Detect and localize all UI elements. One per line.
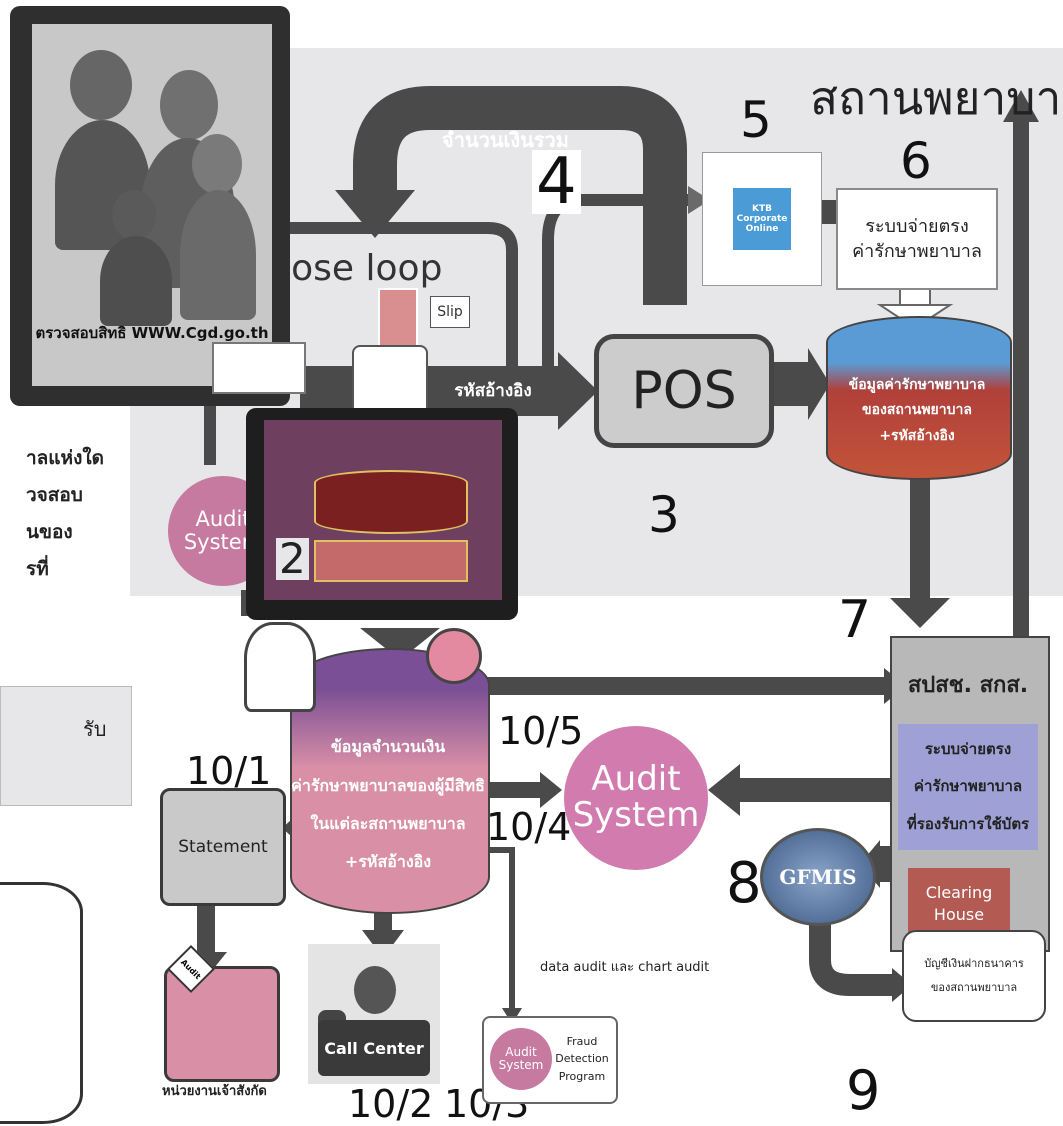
bank-line2: ของสถานพยาบาล: [930, 981, 1018, 994]
cgd-garuda-seal: [244, 622, 316, 712]
step-4: 4: [532, 150, 581, 214]
fraud-text: Fraud Detection Program: [554, 1024, 610, 1094]
slip-label: Slip: [430, 296, 470, 328]
nhso-line2: ค่ารักษาพยาบาล: [913, 777, 1023, 796]
hospital-title: สถานพยาบาล: [810, 71, 1063, 125]
call-center-label: Call Center: [318, 1020, 430, 1076]
hospital-db-line2: ของสถานพยาบาล: [862, 402, 972, 419]
nhso-title: สปสช. สกส.: [907, 672, 1029, 698]
fraud-audit-line2: System: [498, 1058, 544, 1072]
cgd-emblem-center: [352, 345, 428, 419]
agency-label: หน่วยงานเจ้าสังกัด: [162, 1084, 267, 1099]
step-2: 2: [276, 538, 309, 580]
money-db-line2: ค่ารักษาพยาบาลของผู้มีสิทธิ: [291, 775, 485, 795]
left-text-line4: รที่: [26, 558, 49, 581]
ref-code-arrow-body: [300, 366, 562, 416]
bank-account-box: บัญชีเงินฝากธนาคาร ของสถานพยาบาล: [902, 930, 1046, 1022]
left-partial-text: าลแห่งใด วจสอบ นของ รที่: [26, 440, 104, 588]
left-partial-cylinder: [0, 882, 83, 1124]
hospital-db-line3: +รหัสอ้างอิง: [879, 427, 955, 444]
step-3: 3: [648, 486, 680, 544]
pos-box: POS: [594, 334, 774, 448]
hospital-db-line1: ข้อมูลค่ารักษาพยาบาล: [848, 377, 986, 394]
left-text-line3: นของ: [26, 521, 73, 544]
money-db-line4: +รหัสอ้างอิง: [344, 852, 432, 872]
pos-label: POS: [631, 361, 737, 421]
left-box: รับ: [0, 686, 132, 806]
clearing-house-box: Clearing House: [908, 868, 1010, 940]
clearing-line2: House: [933, 905, 985, 924]
nhso-direct-pay: ระบบจ่ายตรง ค่ารักษาพยาบาล ที่รองรับการใ…: [898, 724, 1038, 850]
nhso-line1: ระบบจ่ายตรง: [924, 739, 1012, 758]
fraud-line2: Detection: [555, 1052, 609, 1066]
hospital-db-cylinder: [826, 316, 1012, 480]
center-audit-system: Audit System: [564, 726, 708, 870]
nhso-line3: ที่รองรับการใช้บัตร: [906, 814, 1030, 833]
step-8: 8: [726, 851, 762, 916]
ktb-box: KTB Corporate Online: [702, 152, 822, 286]
cgd-seal-small: [426, 628, 482, 684]
left-box-text: รับ: [83, 717, 107, 741]
money-db-line3: ในแต่ละสถานพยาบาล: [310, 814, 466, 833]
gfmis-logo: GFMIS: [760, 828, 876, 926]
loop-arrow-head: [335, 190, 415, 238]
ktb-line2: Corporate: [736, 214, 788, 224]
clearing-line1: Clearing: [925, 882, 993, 902]
id-card: [212, 342, 306, 394]
step-10-1: 10/1: [186, 749, 272, 793]
ktb-logo: KTB Corporate Online: [733, 188, 791, 250]
left-audit-line2: System: [183, 530, 263, 554]
step-5: 5: [740, 91, 772, 149]
ktb-line1: KTB: [752, 204, 772, 214]
fraud-line3: Program: [558, 1069, 606, 1083]
step-9: 9: [846, 1059, 881, 1122]
step-10-4: 10/4: [486, 805, 572, 849]
money-db-text: ข้อมูลจำนวนเงิน ค่ารักษาพยาบาลของผู้มีสิ…: [290, 720, 486, 890]
statement-box: Statement: [160, 788, 286, 906]
fraud-audit-line1: Audit: [505, 1044, 537, 1059]
center-audit-line2: System: [572, 795, 700, 835]
ref-code-label: รหัสอ้างอิง: [454, 380, 532, 401]
ktb-line3: Online: [745, 224, 779, 234]
ref-code-arrow-head: [558, 352, 598, 430]
left-text-line1: าลแห่งใด: [26, 447, 104, 469]
bank-line1: บัญชีเงินฝากธนาคาร: [924, 956, 1024, 970]
total-amount-label: จำนวนเงินรวม: [442, 128, 569, 152]
direct-pay-box-top: ระบบจ่ายตรง ค่ารักษาพยาบาล: [836, 188, 998, 290]
direct-pay-top-line1: ระบบจ่ายตรง: [865, 215, 969, 237]
step-10-2: 10/2: [348, 1082, 434, 1126]
left-audit-line1: Audit: [195, 506, 251, 531]
total-amount-loop-arrow: [353, 86, 687, 305]
direct-pay-top-line2: ค่ารักษาพยาบาล: [852, 241, 982, 262]
check-rights-text: ตรวจสอบสิทธิ WWW.Cgd.go.th: [35, 324, 269, 342]
hospital-db-text: ข้อมูลค่ารักษาพยาบาล ของสถานพยาบาล +รหัส…: [826, 356, 1008, 466]
gfmis-label: GFMIS: [779, 865, 857, 889]
money-db-line1: ข้อมูลจำนวนเงิน: [330, 737, 446, 757]
center-audit-line1: Audit: [591, 759, 681, 800]
step-10-5: 10/5: [498, 709, 584, 753]
fraud-audit-circle: Audit System: [490, 1028, 552, 1090]
step-7: 7: [838, 590, 872, 650]
left-text-line2: วจสอบ: [26, 484, 83, 507]
data-audit-label: data audit และ chart audit: [540, 960, 710, 975]
step-6: 6: [900, 132, 932, 190]
fraud-line1: Fraud: [566, 1034, 598, 1048]
money-db-cylinder: [290, 648, 490, 914]
